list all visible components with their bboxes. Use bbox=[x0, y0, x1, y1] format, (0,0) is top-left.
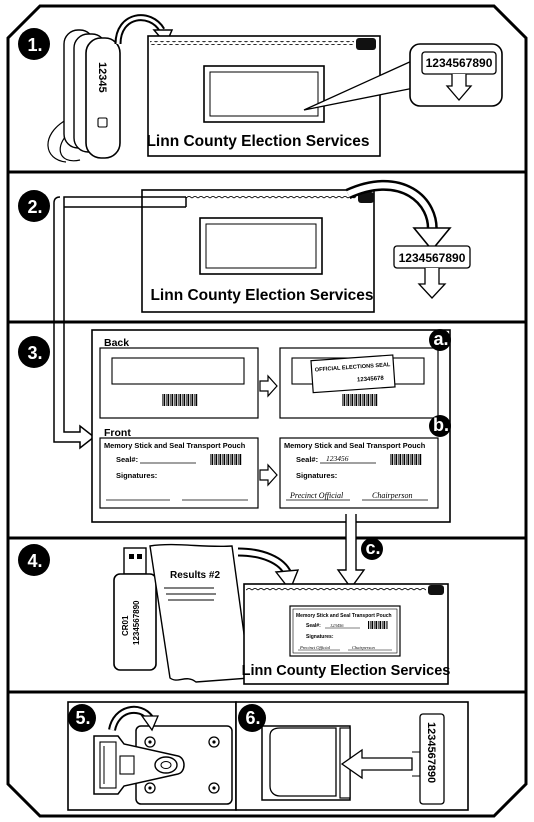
barcode bbox=[368, 621, 388, 629]
chairperson-signature: Chairperson bbox=[352, 645, 376, 650]
arrow-head-icon bbox=[412, 227, 452, 252]
chairperson-signature: Chairperson bbox=[372, 491, 412, 500]
pouch-zipper bbox=[186, 195, 356, 199]
form-title: Memory Stick and Seal Transport Pouch bbox=[284, 441, 426, 450]
substep-letter-a: a. bbox=[433, 329, 448, 349]
barcode bbox=[342, 394, 378, 406]
pull-tab-arrow-icon bbox=[53, 196, 186, 450]
seal-tag-number: 12345678 bbox=[357, 376, 385, 384]
back-label: Back bbox=[104, 337, 129, 349]
pouch-label: Linn County Election Services bbox=[242, 663, 451, 679]
zipper-pull bbox=[356, 38, 376, 50]
form-title: Memory Stick and Seal Transport Pouch bbox=[104, 441, 246, 450]
down-arrow-icon bbox=[417, 268, 447, 299]
pouch-zipper bbox=[246, 588, 426, 592]
barcode bbox=[162, 394, 198, 406]
step-2-panel: Linn County Election Services 1234567890… bbox=[18, 179, 471, 450]
precinct-official-signature: Precinct Official bbox=[299, 645, 331, 650]
substep-letter-c: c. bbox=[365, 538, 380, 558]
arrow-head-icon bbox=[140, 715, 159, 732]
pouch-window bbox=[199, 217, 323, 275]
seal-tag bbox=[419, 713, 445, 805]
pouch-form bbox=[289, 605, 401, 657]
step-number-2: 2. bbox=[27, 197, 42, 217]
step-number-5: 5. bbox=[75, 708, 90, 728]
substep-letter-b: b. bbox=[433, 415, 449, 435]
official-seal-sticker bbox=[310, 354, 396, 394]
seal-hash-filled: 123456 bbox=[330, 623, 344, 628]
step-6-panel: 1234567890 6. bbox=[235, 701, 469, 811]
step-number-1: 1. bbox=[27, 35, 42, 55]
right-arrow-icon bbox=[259, 374, 278, 398]
usb-connector bbox=[123, 547, 147, 575]
step-badge-5 bbox=[68, 704, 96, 732]
zipper-pull bbox=[428, 585, 444, 595]
key-tag-front bbox=[85, 37, 121, 159]
step-badge-1 bbox=[18, 28, 50, 60]
key-tag-number: 12345 bbox=[96, 62, 108, 93]
seal-number: 1234567890 bbox=[425, 722, 437, 783]
down-arrow-icon bbox=[445, 74, 473, 101]
results-label: Results #2 bbox=[170, 570, 220, 581]
step-3-panel: Back Front OFFICIAL ELECTIONS SEAL 12345… bbox=[18, 329, 451, 523]
results-receipt bbox=[149, 543, 251, 683]
usb-stick bbox=[113, 573, 157, 671]
arrow-head-icon bbox=[274, 569, 300, 592]
step-4-panel: CR01 1234567890 Results #2 c. Memory Sti… bbox=[18, 514, 451, 685]
step-badge-3 bbox=[18, 336, 50, 368]
right-arrow-icon bbox=[259, 463, 278, 487]
signatures-label: Signatures: bbox=[296, 471, 337, 480]
substep-badge-c bbox=[361, 538, 383, 560]
step-1-panel: 12345 Linn County Election Services 1234… bbox=[18, 14, 503, 163]
left-arrow-icon bbox=[340, 748, 413, 780]
step-badge-4 bbox=[18, 544, 50, 576]
official-seal-text: OFFICIAL ELECTIONS SEAL bbox=[315, 362, 392, 373]
seal-hash-label: Seal#: bbox=[296, 455, 318, 464]
seal-number: 1234567890 bbox=[399, 251, 466, 265]
seal-number: 1234567890 bbox=[426, 56, 493, 70]
front-label: Front bbox=[104, 427, 131, 439]
precinct-official-signature: Precinct Official bbox=[289, 491, 344, 500]
step-badge-6 bbox=[238, 704, 266, 732]
seal-hash-filled: 123456 bbox=[326, 454, 349, 463]
key-tag-hole bbox=[97, 117, 108, 128]
front-card-before bbox=[99, 437, 259, 509]
pouch-window bbox=[203, 65, 325, 123]
pouch-label: Linn County Election Services bbox=[150, 287, 373, 304]
usb-label-line1: CR01 bbox=[121, 615, 130, 636]
front-card-after bbox=[279, 437, 439, 509]
pouch-zipper bbox=[150, 41, 354, 45]
pouch-label: Linn County Election Services bbox=[146, 133, 369, 150]
zipper-pull bbox=[358, 192, 374, 203]
signatures-label: Signatures: bbox=[306, 634, 334, 640]
substep-badge-a bbox=[429, 329, 451, 351]
barcode bbox=[390, 454, 422, 465]
barcode bbox=[210, 454, 242, 465]
step-badge-2 bbox=[18, 190, 50, 222]
pouch bbox=[141, 189, 375, 313]
seal-hash-label: Seal#: bbox=[306, 623, 321, 629]
step-number-3: 3. bbox=[27, 343, 42, 363]
form-title: Memory Stick and Seal Transport Pouch bbox=[296, 613, 392, 619]
step-number-4: 4. bbox=[27, 551, 42, 571]
step-number-6: 6. bbox=[245, 708, 260, 728]
step-5-panel: 5. bbox=[67, 701, 237, 811]
signatures-label: Signatures: bbox=[116, 471, 157, 480]
substep-badge-b bbox=[429, 415, 451, 437]
usb-label-line2: 1234567890 bbox=[132, 600, 141, 645]
seal-hash-label: Seal#: bbox=[116, 455, 138, 464]
